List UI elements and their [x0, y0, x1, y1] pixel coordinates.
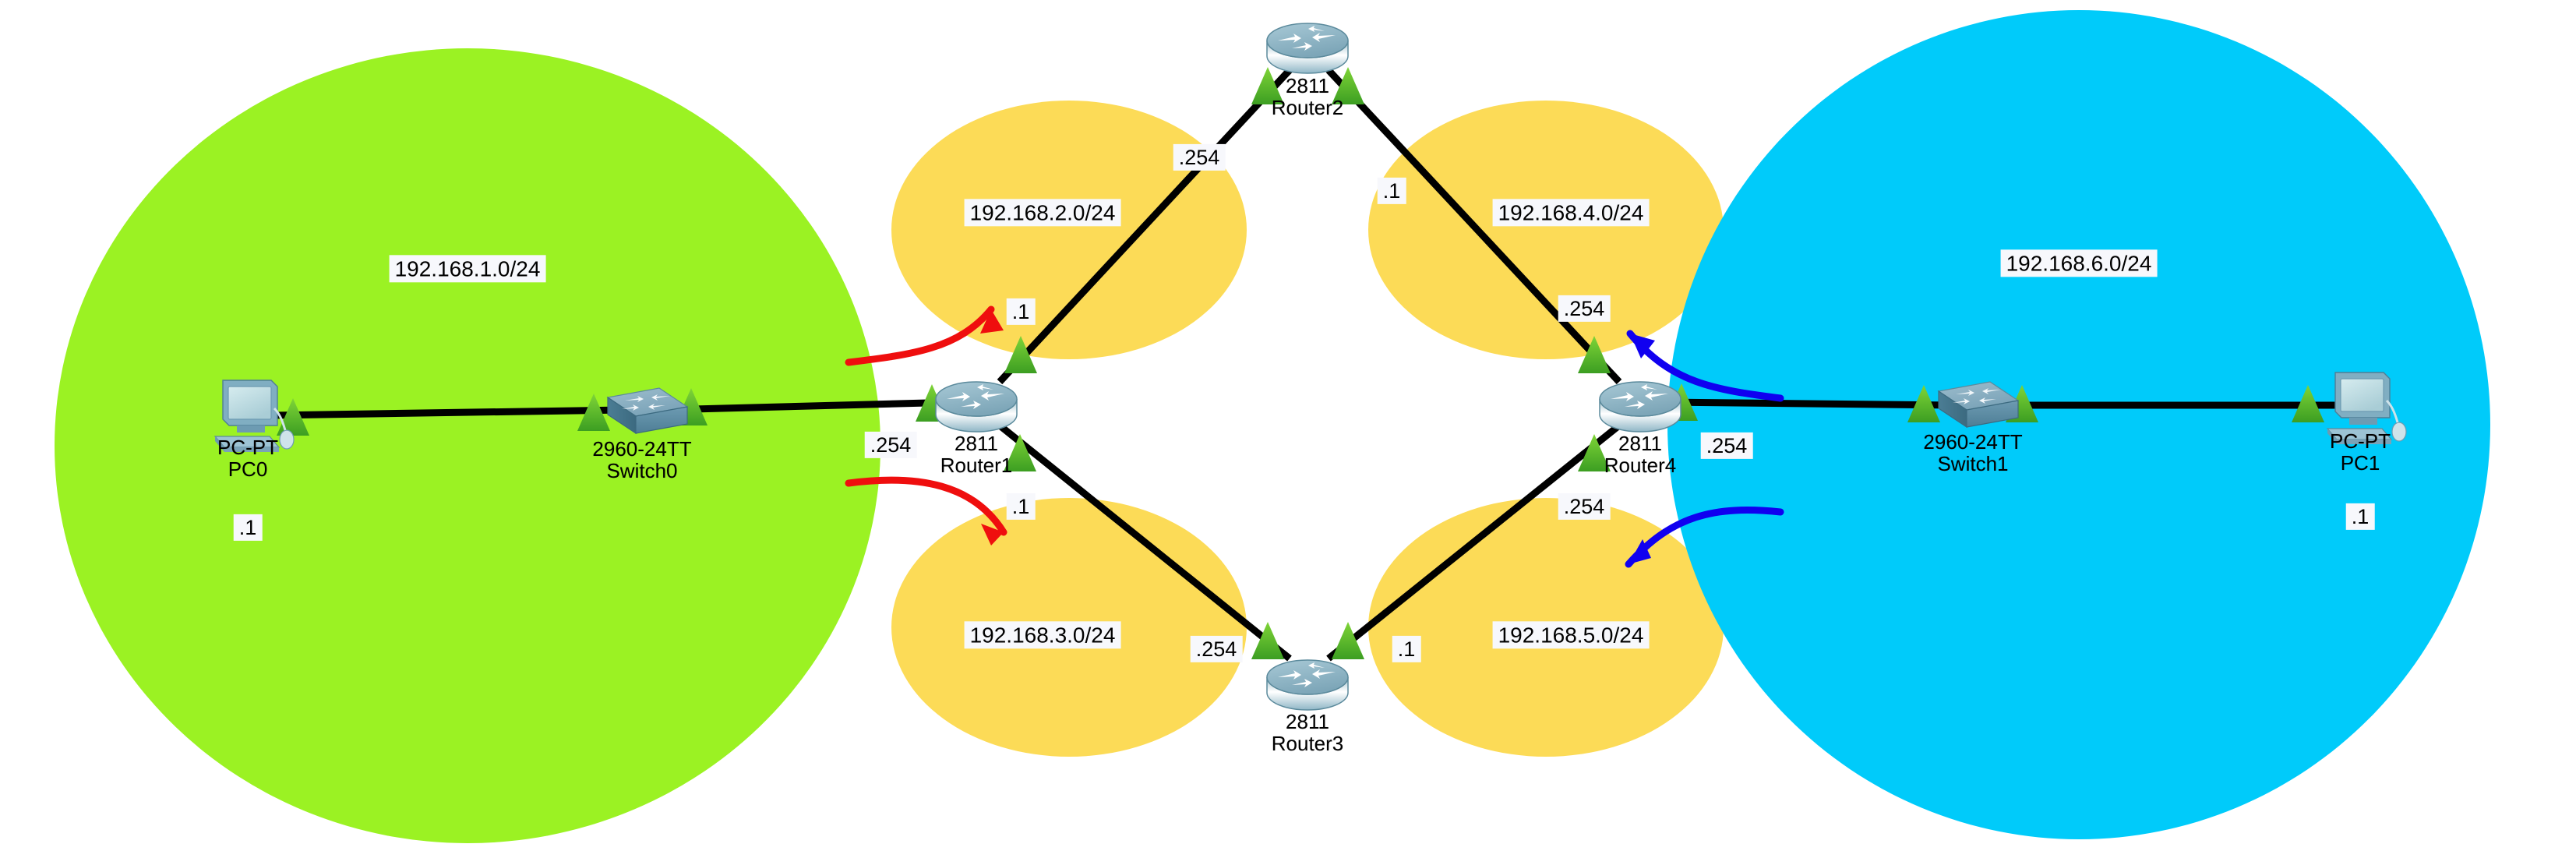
port-marker [2292, 385, 2324, 422]
zone-label-wan-4: 192.168.4.0/24 [1492, 199, 1650, 227]
ip-octet-label: .254 [1173, 143, 1226, 171]
port-marker [1004, 336, 1037, 373]
link-lines [272, 67, 2341, 662]
port-marker [1578, 336, 1611, 373]
device-model: PC-PT [217, 436, 278, 459]
zone-label-lan-right: 192.168.6.0/24 [2000, 249, 2158, 277]
router-icon[interactable] [1266, 23, 1349, 74]
switch-icon[interactable] [1937, 381, 2020, 429]
pc-icon[interactable] [213, 380, 295, 452]
device-model: 2811 [1286, 74, 1329, 97]
link-router1-router3 [997, 422, 1292, 662]
ip-octet-label: .1 [1006, 298, 1036, 326]
pc-icon[interactable] [2326, 372, 2407, 444]
ip-octet-label: .1 [1006, 493, 1036, 521]
switch-icon[interactable] [606, 387, 689, 435]
arrow-r4-up [1626, 330, 1784, 402]
ip-octet-label: .1 [2345, 503, 2375, 531]
zone-label-lan-left: 192.168.1.0/24 [389, 255, 546, 283]
link-switch0-router1 [662, 398, 959, 414]
link-router4-switch1 [1659, 398, 1957, 409]
zone-lan-right [1667, 10, 2490, 839]
zone-label-wan-5: 192.168.5.0/24 [1492, 621, 1650, 649]
device-model: PC-PT [2330, 429, 2391, 453]
router-icon[interactable] [935, 381, 1018, 433]
ip-octet-label: .254 [1700, 432, 1753, 460]
device-name: PC0 [228, 457, 268, 482]
arrow-r1-up [845, 305, 1004, 366]
zone-lan-left [55, 48, 880, 843]
device-name: Router3 [1271, 732, 1344, 756]
zone-wan-2 [891, 101, 1247, 359]
zone-label-wan-3: 192.168.3.0/24 [964, 621, 1121, 649]
link-router2-router4 [1325, 67, 1622, 385]
arrow-r1-down [845, 476, 1007, 546]
device-model: 2811 [955, 432, 998, 455]
router-icon[interactable] [1266, 659, 1349, 711]
port-marker [577, 394, 610, 431]
device-name: Router1 [940, 454, 1013, 478]
zone-label-wan-2: 192.168.2.0/24 [964, 199, 1121, 227]
arrow-r4-down [1625, 507, 1784, 568]
device-model: 2960-24TT [1923, 430, 2023, 454]
ip-octet-label: .254 [864, 431, 917, 459]
link-pc0-switch0 [272, 406, 624, 419]
device-name: Switch0 [606, 459, 678, 483]
port-marker [1251, 67, 1284, 104]
port-marker [1332, 67, 1364, 104]
port-marker [1332, 622, 1364, 659]
router-icon[interactable] [1599, 381, 1681, 433]
ip-octet-label: .1 [1392, 635, 1421, 663]
ip-octet-label: .1 [233, 514, 263, 542]
link-router3-router4 [1326, 422, 1621, 662]
device-model: 2811 [1618, 432, 1662, 455]
ip-octet-label: .254 [1558, 493, 1611, 521]
flow-annotation-arrows [845, 305, 1784, 568]
device-name: Router4 [1604, 454, 1677, 478]
port-marker [1251, 622, 1284, 659]
ip-octet-label: .254 [1558, 295, 1611, 323]
device-name: PC1 [2340, 451, 2380, 475]
port-marker [1578, 434, 1611, 471]
device-icons [213, 23, 2407, 711]
device-name: Router2 [1271, 96, 1344, 120]
port-marker [1907, 385, 1940, 422]
device-name: Switch1 [1937, 452, 2009, 476]
device-model: 2960-24TT [592, 437, 692, 461]
ip-octet-label: .1 [1377, 177, 1406, 205]
ip-octet-label: .254 [1190, 635, 1243, 663]
link-router1-router2 [997, 67, 1293, 385]
device-model: 2811 [1286, 710, 1329, 733]
zone-wan-4 [1368, 101, 1724, 359]
port-marker [1004, 434, 1036, 471]
